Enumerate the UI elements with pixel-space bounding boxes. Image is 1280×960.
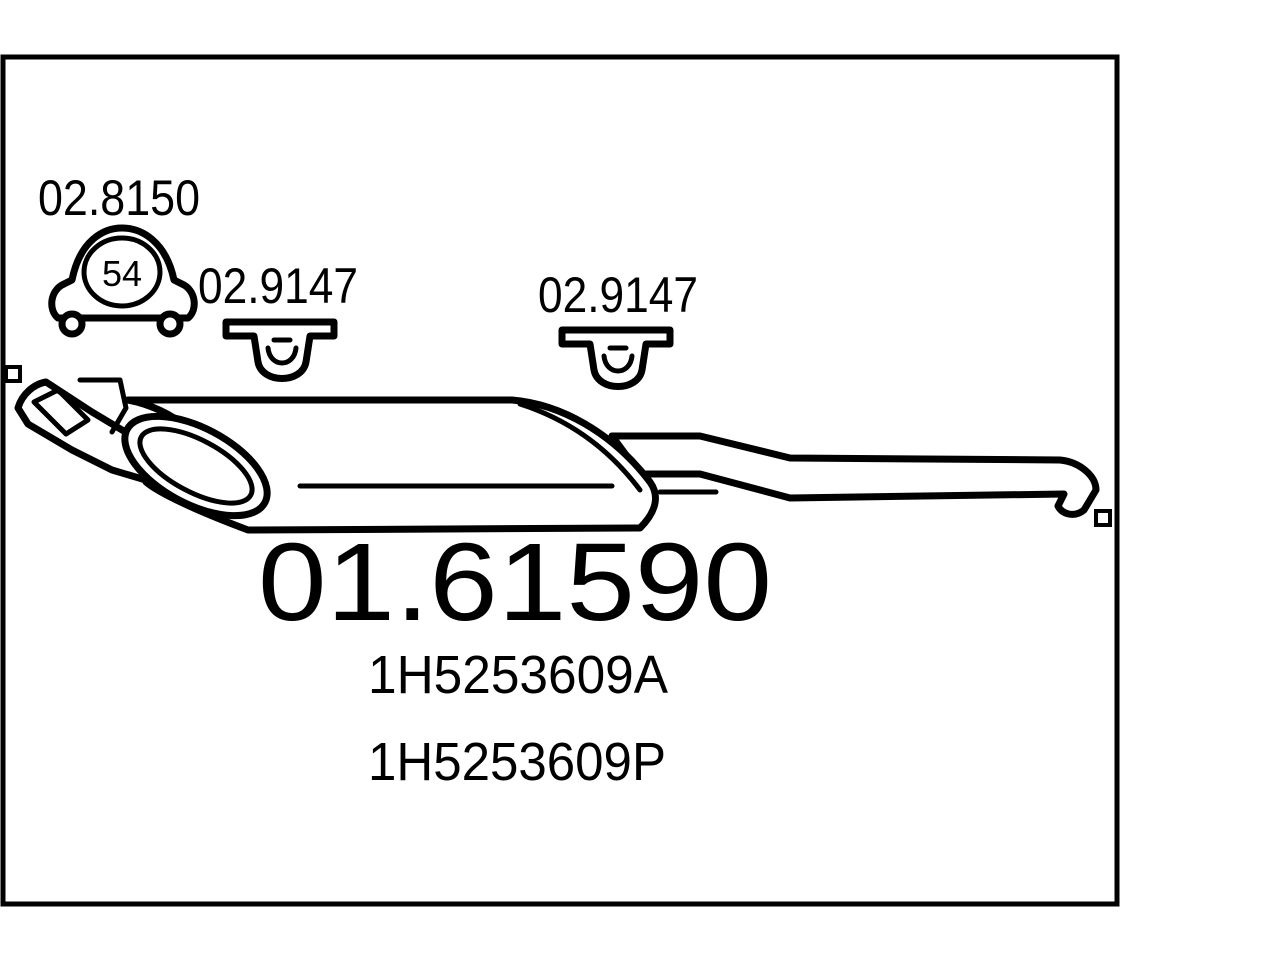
left-connection-marker [4,365,22,383]
mount-right-part-number: 02.9147 [538,267,698,323]
clamp-group: 02.8150 54 [38,170,200,338]
right-connection-marker [1094,509,1112,527]
mount-left-part-number: 02.9147 [198,258,358,314]
pipe-clamp-icon: 54 [48,224,198,338]
rubber-mount-icon [558,326,674,390]
mount-right-group: 02.9147 [538,267,698,390]
clamp-part-number: 02.8150 [38,170,200,226]
exhaust-silencer-icon [4,365,1112,534]
oem-number-1: 1H5253609A [368,645,668,705]
diagram-frame [0,54,1120,907]
rubber-mount-icon [222,318,338,382]
clamp-size-badge: 54 [102,253,142,294]
mount-left-group: 02.9147 [198,258,358,382]
main-part-number: 01.61590 [258,521,772,644]
oem-number-2: 1H5253609P [368,732,666,792]
